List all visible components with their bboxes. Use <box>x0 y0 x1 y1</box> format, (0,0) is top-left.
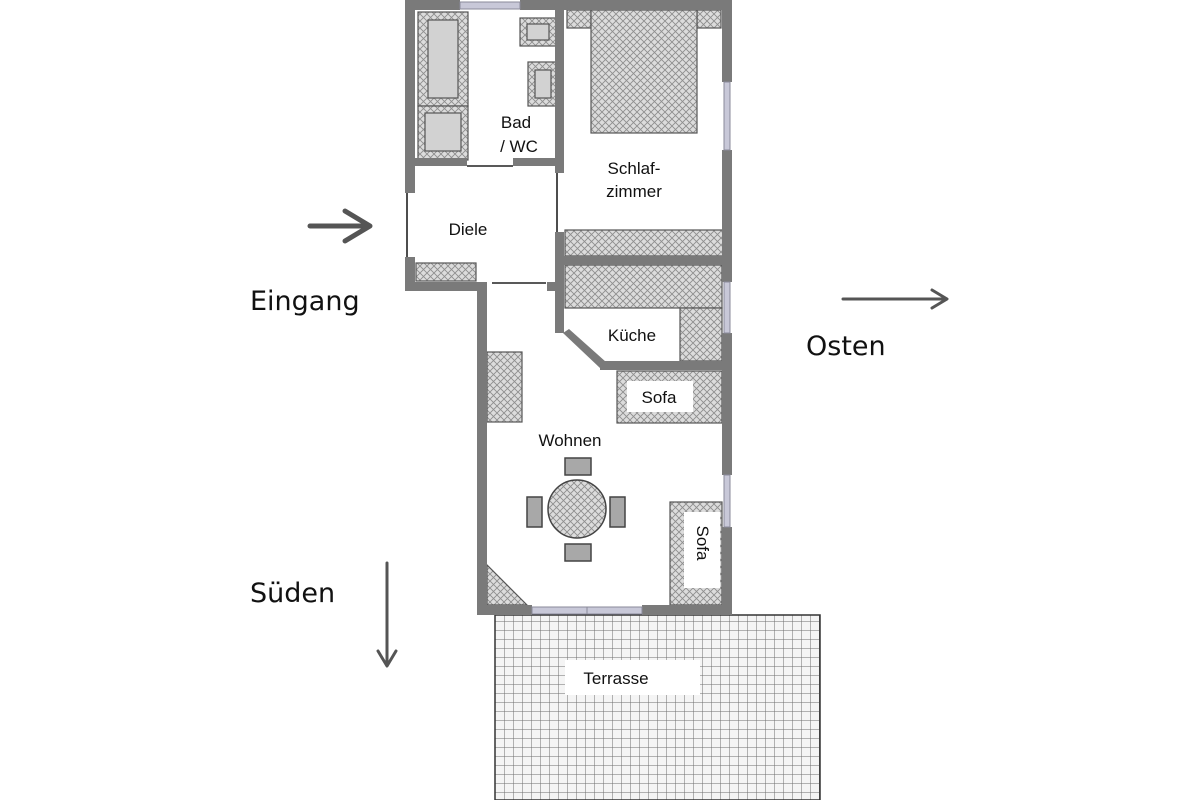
wall-east-4 <box>722 527 732 615</box>
chair-bottom <box>564 543 592 562</box>
wall-bedroom-kitchen <box>555 256 732 265</box>
window-bedroom <box>723 81 731 151</box>
wall-kitchen-diagonal <box>563 329 606 368</box>
wall-kitchen-south <box>600 361 732 370</box>
wall-south-right <box>642 605 732 615</box>
wall-south-left <box>477 605 532 615</box>
wall-bath-hall-right <box>513 158 563 166</box>
entrance-arrow-icon <box>307 208 373 244</box>
label-zimmer: zimmer <box>606 182 662 201</box>
label-sofa-top: Sofa <box>642 388 678 407</box>
sofa-top-label-box <box>627 381 693 412</box>
hall-cabinet <box>415 262 477 282</box>
wall-living-west <box>477 282 487 615</box>
wall-top-right <box>520 0 732 10</box>
label-schlaf: Schlaf- <box>608 159 661 178</box>
east-arrow-icon <box>841 288 949 310</box>
furniture <box>415 9 724 606</box>
label-wc: / WC <box>500 137 538 156</box>
wall-west-lower <box>405 257 415 290</box>
wardrobe <box>564 229 724 257</box>
chair-top <box>564 457 592 476</box>
sofa-right-label-box <box>684 512 720 588</box>
wall-east-2 <box>722 150 732 282</box>
label-terrasse: Terrasse <box>583 669 648 688</box>
windows <box>459 1 731 615</box>
dining-set <box>526 457 626 562</box>
kitchen-counter-side <box>679 307 723 362</box>
direction-markers: Eingang Osten Süden <box>250 208 949 668</box>
wall-east-3 <box>722 333 732 475</box>
wall-kitchen-west <box>555 265 564 333</box>
wall-west-upper <box>405 0 415 193</box>
chair-left <box>526 496 543 528</box>
terrace <box>494 614 821 800</box>
terrace-label-box <box>565 660 700 695</box>
wall-top-left <box>405 0 460 10</box>
shower-inner <box>424 112 462 152</box>
window-kitchen <box>723 281 731 334</box>
label-kueche: Küche <box>608 326 656 345</box>
bedroom-shelf-right <box>696 9 722 29</box>
room-labels: Bad / WC Schlaf- zimmer Diele Küche Sofa… <box>449 113 712 688</box>
label-diele: Diele <box>449 220 488 239</box>
wall-hall-bottom <box>405 282 487 291</box>
toilet-inner <box>534 69 552 99</box>
chair-right <box>609 496 626 528</box>
label-sueden: Süden <box>250 578 335 609</box>
label-eingang: Eingang <box>250 286 360 317</box>
bedroom-shelf-left <box>566 9 592 29</box>
walls <box>405 0 732 615</box>
bed <box>590 9 698 134</box>
kitchen-counter <box>564 264 723 309</box>
wall-east-1 <box>722 0 732 82</box>
label-bad: Bad <box>501 113 531 132</box>
label-sofa-right: Sofa <box>693 526 712 562</box>
south-arrow-icon <box>376 561 398 668</box>
washbasin-inner <box>526 23 550 41</box>
sideboard <box>486 351 523 423</box>
window-bath <box>459 1 521 10</box>
wall-bath-hall-left <box>405 158 467 166</box>
window-living-east <box>723 474 731 528</box>
corner-shelf <box>486 563 529 606</box>
wall-bath-bedroom <box>555 0 564 173</box>
dining-table <box>547 479 607 539</box>
doors <box>406 165 558 284</box>
bathtub-inner <box>427 19 459 99</box>
label-wohnen: Wohnen <box>538 431 601 450</box>
label-osten: Osten <box>806 331 886 362</box>
